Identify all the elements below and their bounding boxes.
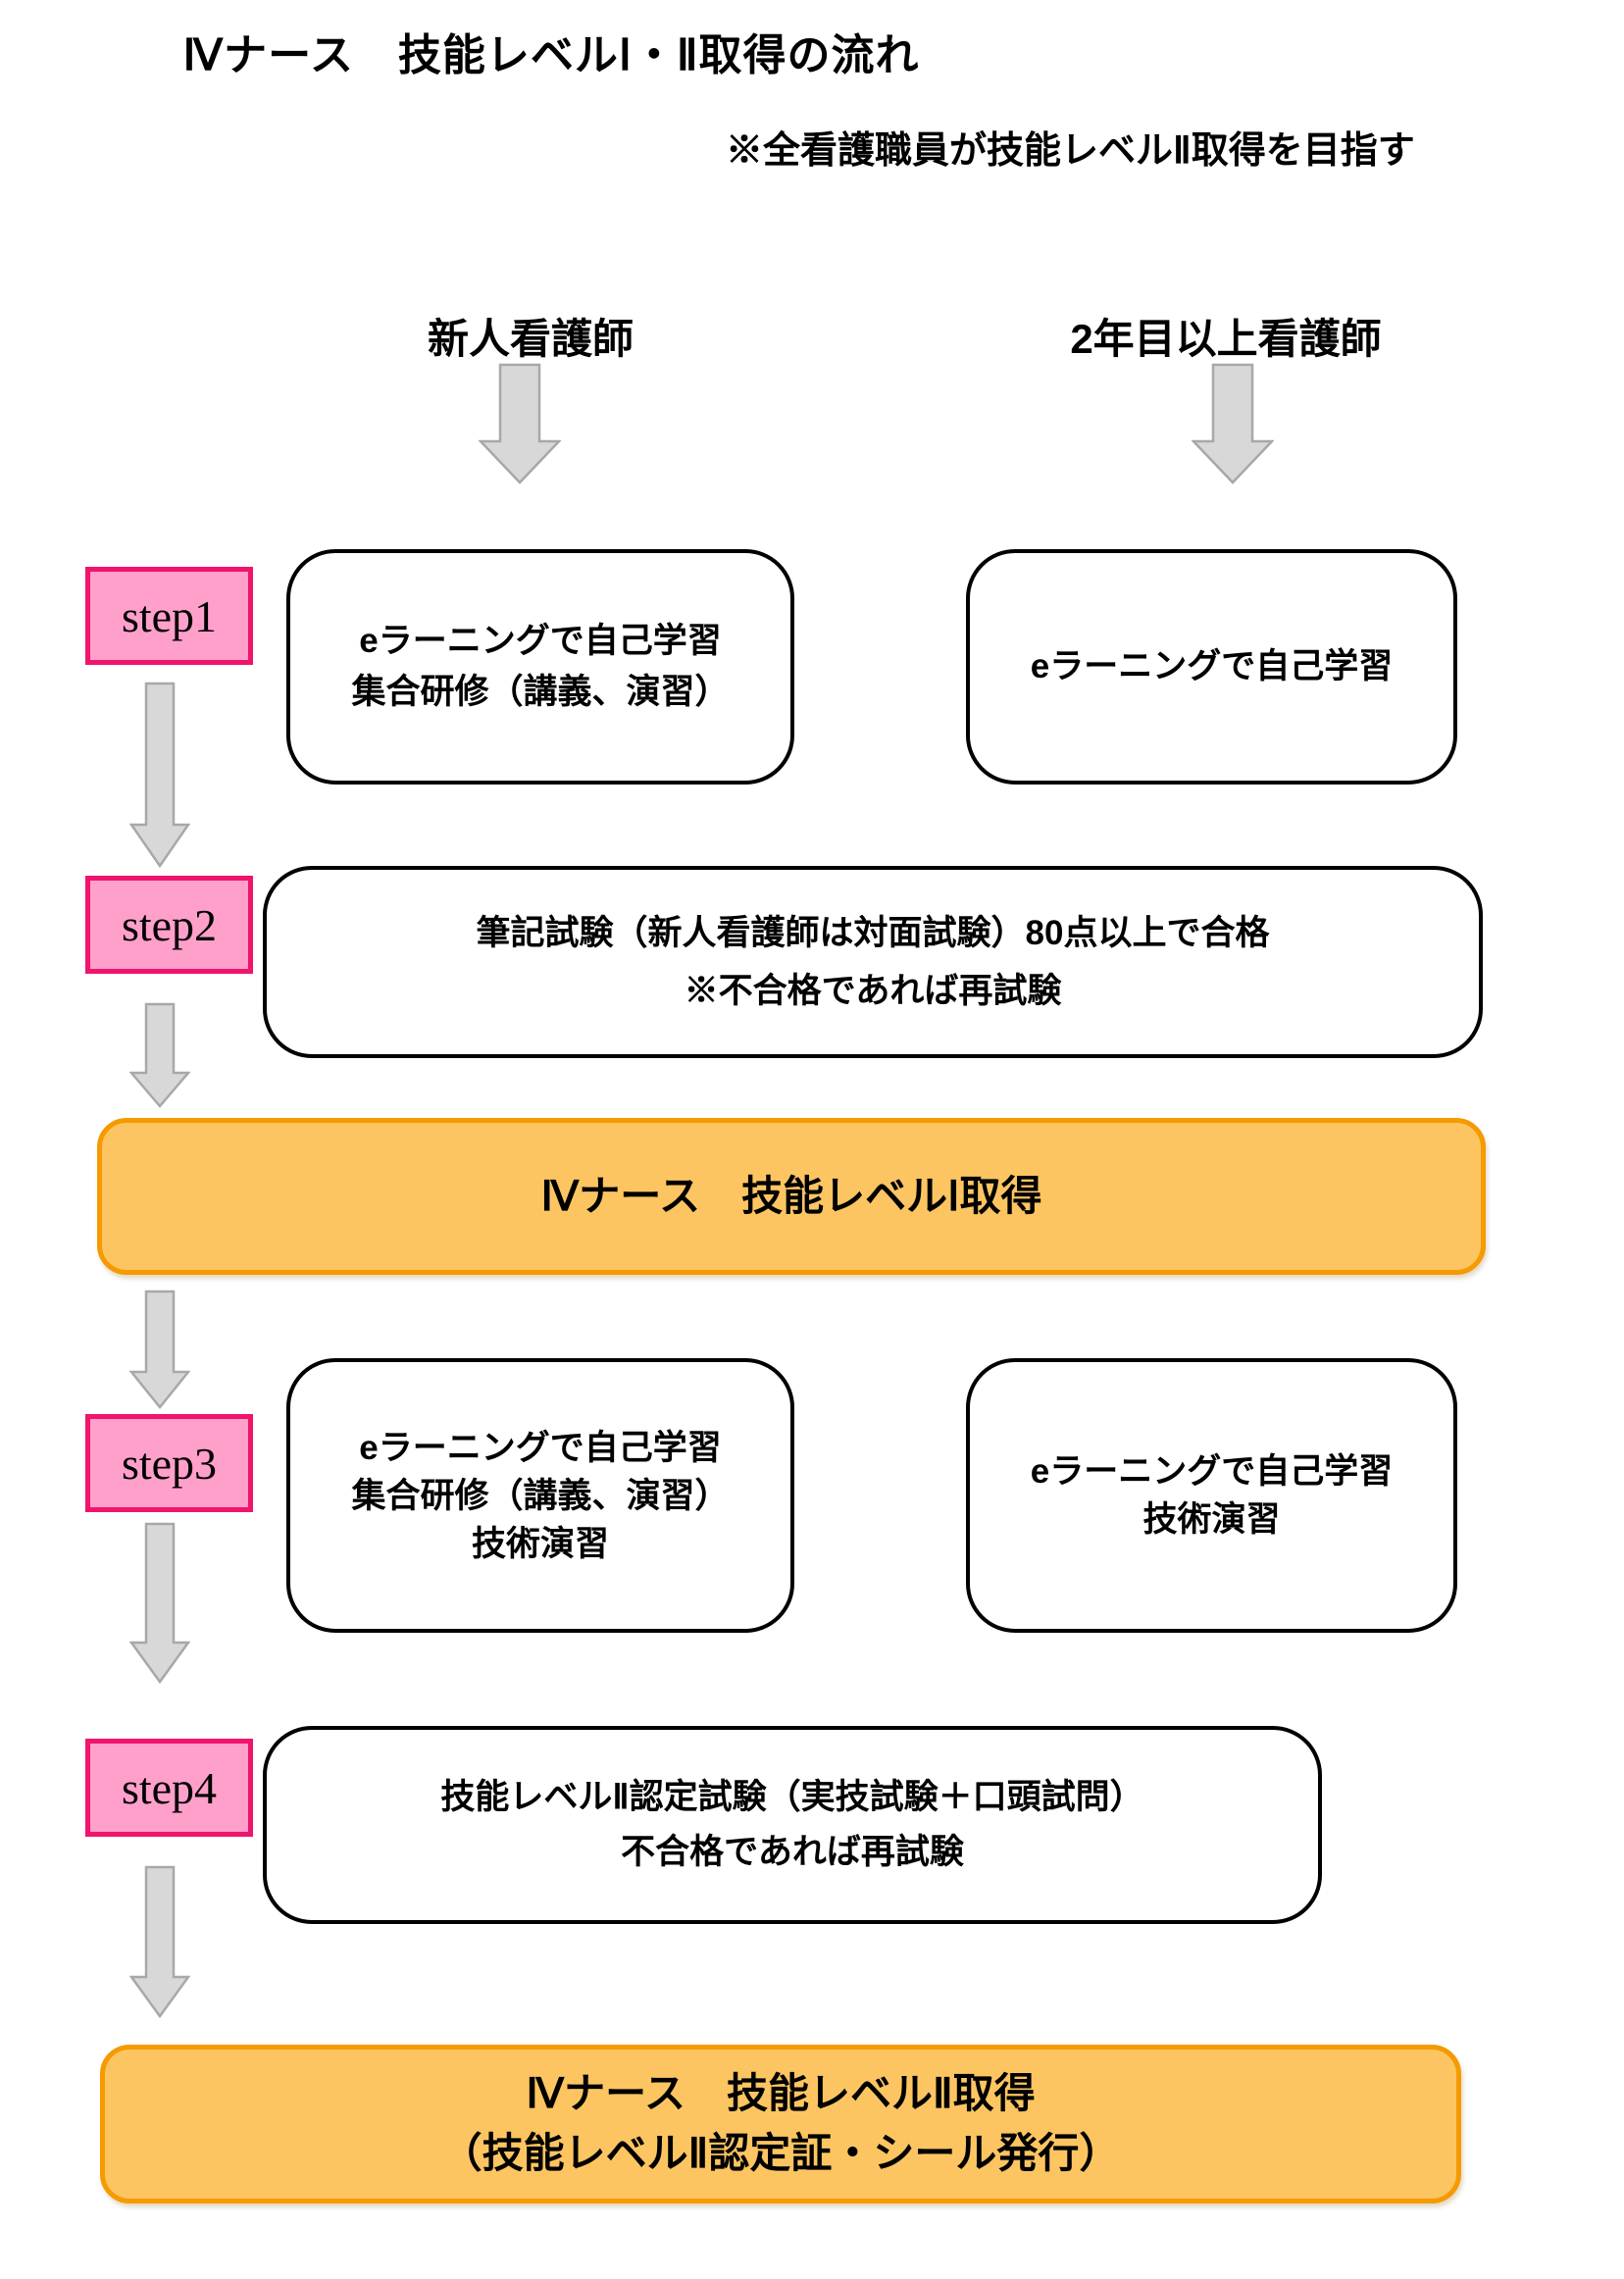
step1-senior-nurse-box: eラーニングで自己学習 xyxy=(966,549,1457,785)
box-text-line: 集合研修（講義、演習） xyxy=(351,1476,730,1515)
down-arrow-icon xyxy=(129,1002,190,1108)
step3-label: step3 xyxy=(85,1414,253,1512)
box-text-line: eラーニングで自己学習 xyxy=(359,621,722,660)
step2-label: step2 xyxy=(85,876,253,974)
page-title: Ⅳナース 技能レベルⅠ・Ⅱ取得の流れ xyxy=(182,31,920,79)
down-arrow-icon xyxy=(129,1290,190,1409)
box-text-line: 筆記試験（新人看護師は対面試験）80点以上で合格 xyxy=(476,913,1270,952)
step4-label: step4 xyxy=(85,1739,253,1837)
level1-acquisition-band: Ⅳナース 技能レベルⅠ取得 xyxy=(97,1118,1486,1275)
down-arrow-icon xyxy=(129,682,190,868)
box-text-line: 技術演習 xyxy=(471,1524,609,1563)
down-arrow-icon xyxy=(129,1865,190,2018)
band-text-line: Ⅳナース 技能レベルⅡ取得 xyxy=(526,2070,1036,2117)
band-text-line: Ⅳナース 技能レベルⅠ取得 xyxy=(540,1172,1042,1219)
box-text-line: ※不合格であれば再試験 xyxy=(684,972,1062,1010)
column-header-senior-nurse: 2年目以上看護師 xyxy=(1070,316,1382,362)
step2-written-exam-box: 筆記試験（新人看護師は対面試験）80点以上で合格 ※不合格であれば再試験 xyxy=(263,866,1483,1058)
step1-label: step1 xyxy=(85,567,253,665)
down-arrow-icon xyxy=(1192,363,1274,484)
level2-acquisition-band: Ⅳナース 技能レベルⅡ取得 （技能レベルⅡ認定証・シール発行） xyxy=(100,2045,1461,2203)
box-text-line: 不合格であれば再試験 xyxy=(621,1833,964,1871)
box-text-line: eラーニングで自己学習 xyxy=(1030,646,1394,685)
box-text-line: 技術演習 xyxy=(1142,1500,1281,1539)
band-text-line: （技能レベルⅡ認定証・シール発行） xyxy=(440,2130,1121,2176)
box-text-line: eラーニングで自己学習 xyxy=(359,1428,722,1467)
step3-new-nurse-box: eラーニングで自己学習 集合研修（講義、演習） 技術演習 xyxy=(286,1358,794,1633)
step1-new-nurse-box: eラーニングで自己学習 集合研修（講義、演習） xyxy=(286,549,794,785)
down-arrow-icon xyxy=(129,1522,190,1684)
page-subtitle: ※全看護職員が技能レベルⅡ取得を目指す xyxy=(726,130,1415,172)
down-arrow-icon xyxy=(479,363,561,484)
box-text-line: eラーニングで自己学習 xyxy=(1030,1452,1394,1491)
step4-certification-exam-box: 技能レベルⅡ認定試験（実技試験＋口頭試問） 不合格であれば再試験 xyxy=(263,1726,1322,1924)
step3-senior-nurse-box: eラーニングで自己学習 技術演習 xyxy=(966,1358,1457,1633)
box-text-line: 集合研修（講義、演習） xyxy=(351,673,730,711)
column-header-new-nurse: 新人看護師 xyxy=(427,316,634,362)
box-text-line: 技能レベルⅡ認定試験（実技試験＋口頭試問） xyxy=(440,1778,1144,1816)
